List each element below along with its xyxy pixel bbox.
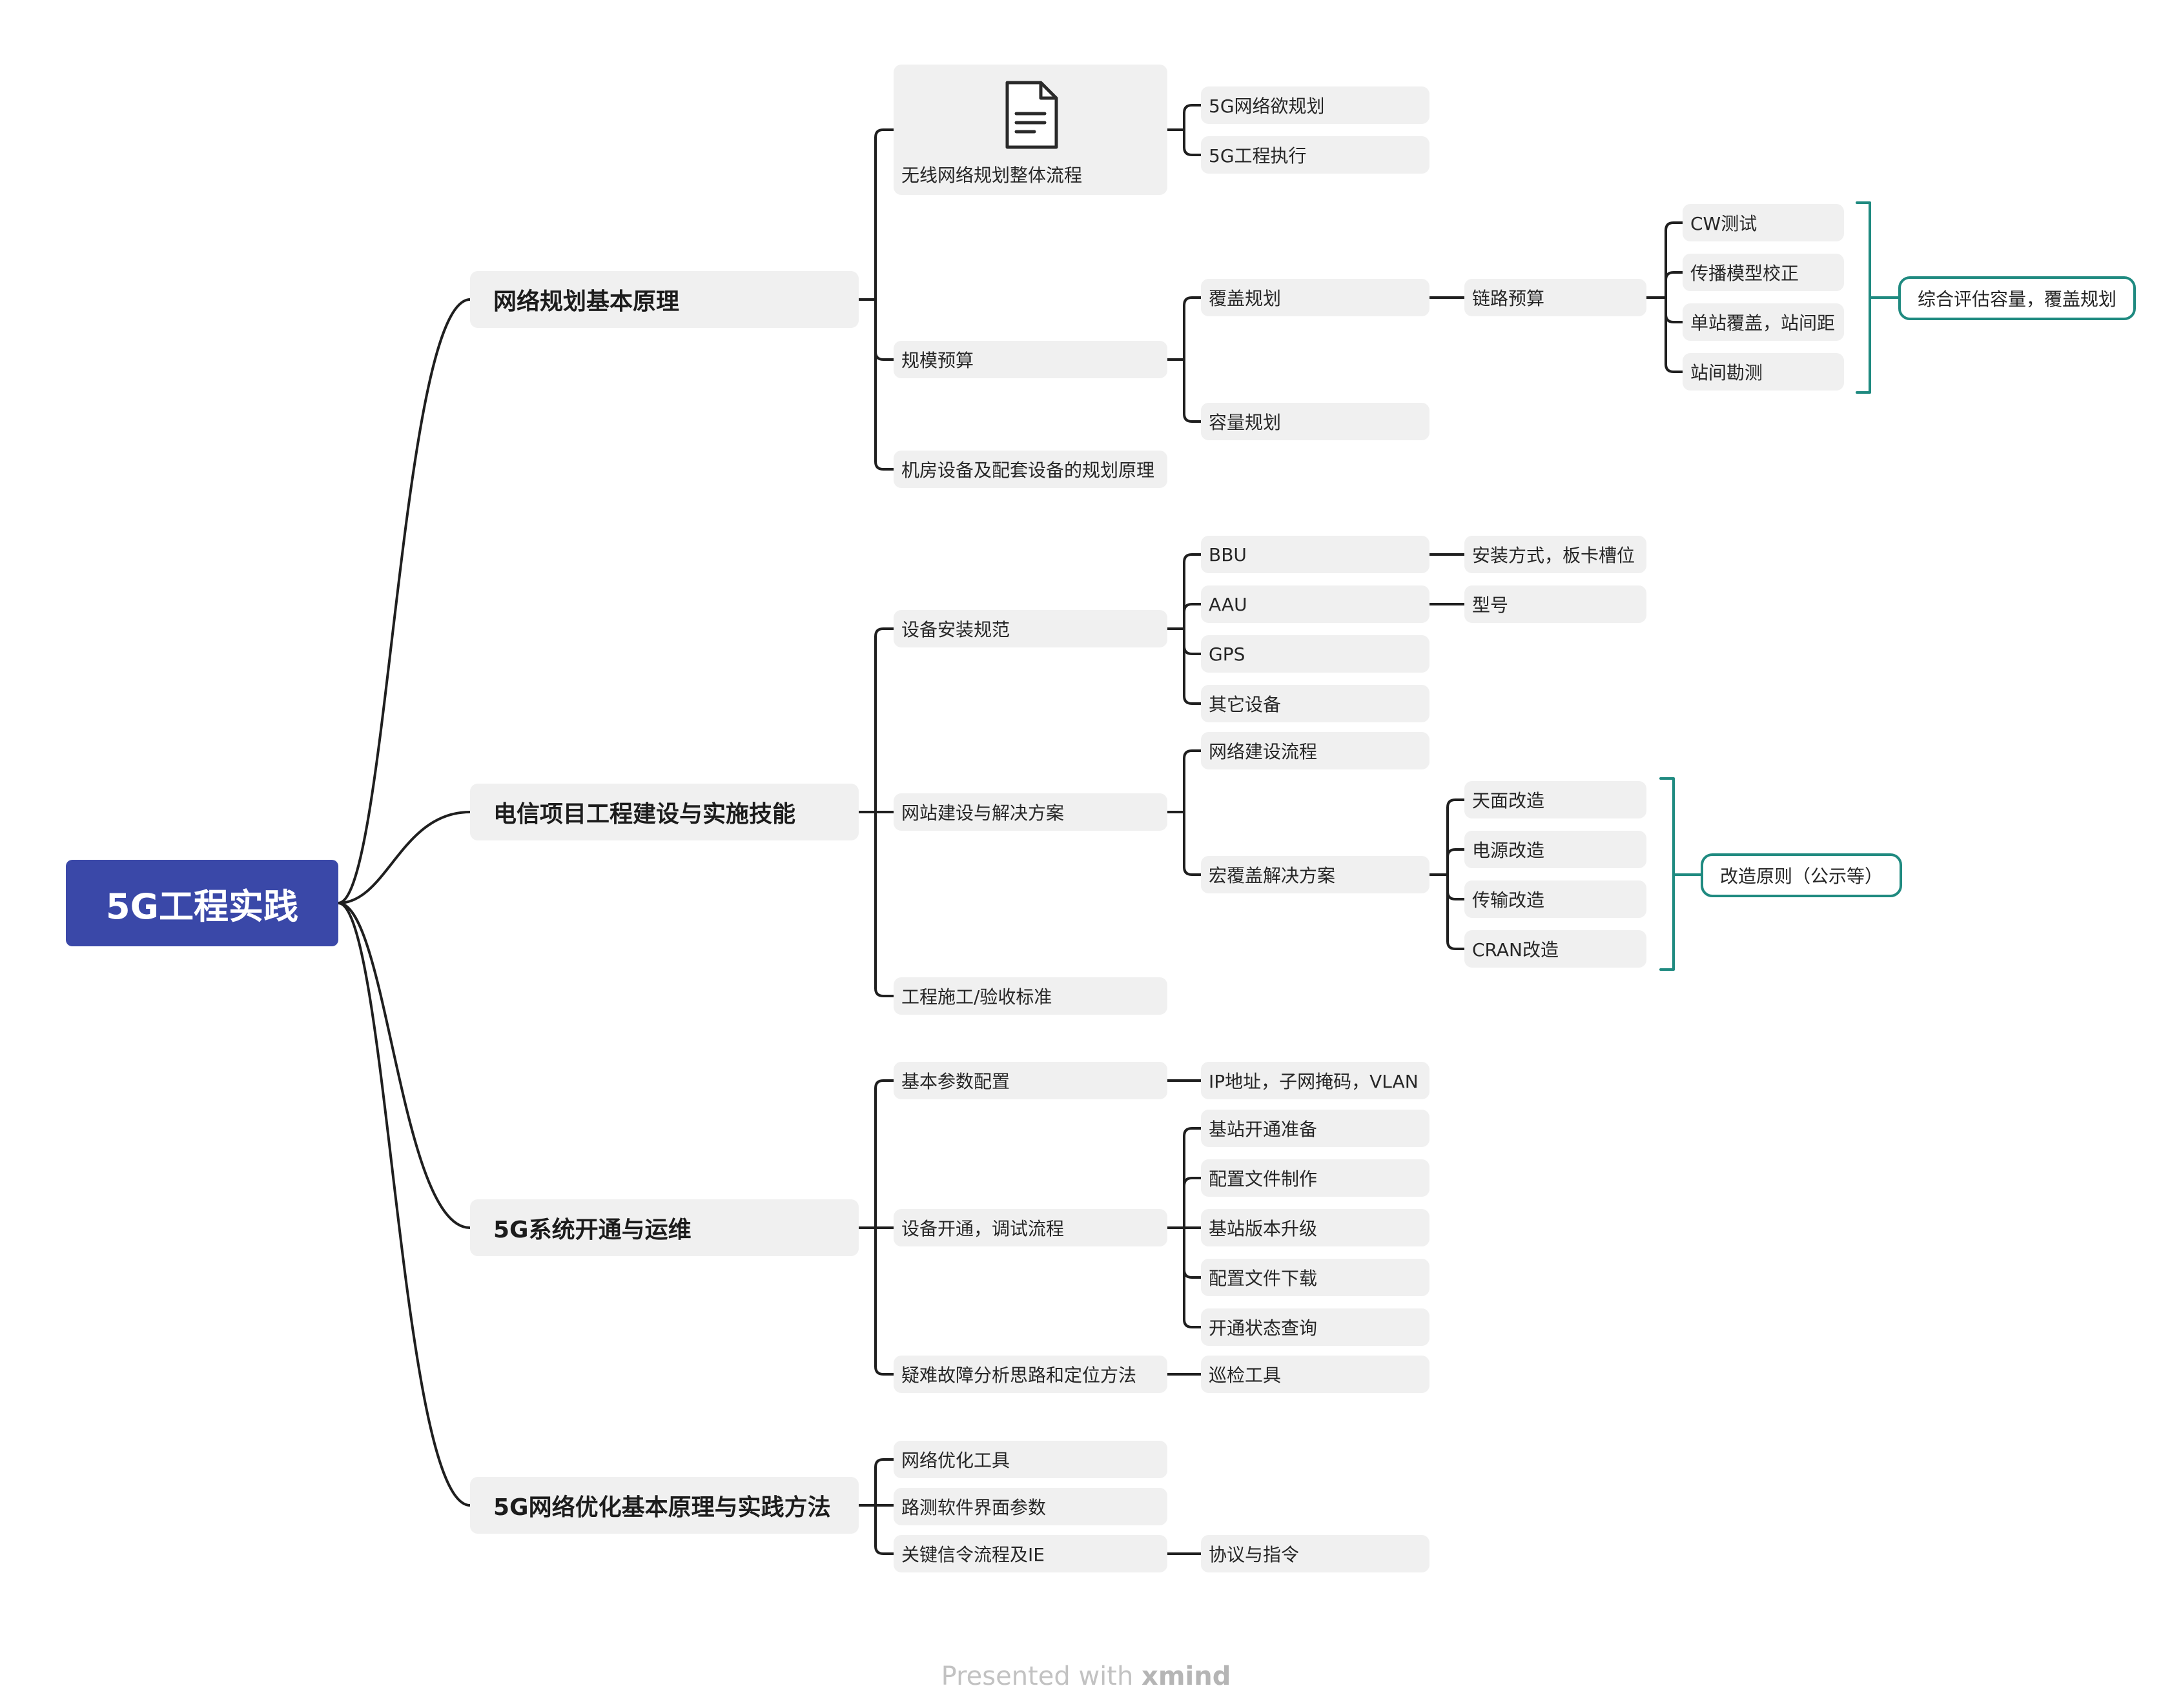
topic-network-construction-flow[interactable]: 网络建设流程 — [1201, 732, 1429, 769]
topic-device-commissioning-flow[interactable]: 设备开通，调试流程 — [894, 1209, 1167, 1246]
connector-line — [1183, 1177, 1202, 1187]
connector-line — [1183, 1268, 1202, 1279]
connector-line — [1446, 890, 1466, 900]
connector-line — [874, 987, 895, 997]
connector-line — [1446, 798, 1466, 809]
summary-bracket — [1659, 777, 1675, 971]
branch-project-construction[interactable]: 电信项目工程建设与实施技能 — [470, 784, 859, 840]
topic-site-construction-solution[interactable]: 网站建设与解决方案 — [894, 793, 1167, 831]
branch-network-planning[interactable]: 网络规划基本原理 — [470, 271, 859, 328]
summary-bracket — [1856, 201, 1871, 394]
topic-gps[interactable]: GPS — [1201, 635, 1429, 673]
connector-line — [1183, 553, 1202, 564]
connector-line — [874, 1365, 895, 1376]
topic-rooftop-renovation[interactable]: 天面改造 — [1464, 781, 1646, 818]
branch-network-optimization[interactable]: 5G网络优化基本原理与实践方法 — [470, 1477, 859, 1534]
summary-capacity-coverage[interactable]: 综合评估容量，覆盖规划 — [1898, 276, 2136, 320]
topic-status-query[interactable]: 开通状态查询 — [1201, 1308, 1429, 1346]
connector-line — [1183, 1127, 1202, 1137]
connector-line — [1446, 848, 1466, 859]
connector-line — [874, 1545, 895, 1555]
connector-line — [874, 627, 895, 638]
topic-label: 无线网络规划整体流程 — [901, 165, 1083, 186]
connector-line — [1183, 1318, 1202, 1328]
connector-line — [1665, 313, 1684, 323]
connector-line — [1183, 645, 1202, 655]
topic-power-renovation[interactable]: 电源改造 — [1464, 831, 1646, 868]
topic-capacity-planning[interactable]: 容量规划 — [1201, 403, 1429, 440]
topic-cran-renovation[interactable]: CRAN改造 — [1464, 930, 1646, 968]
topic-wireless-planning-flow[interactable]: 无线网络规划整体流程 — [894, 65, 1167, 195]
connector-line — [874, 1079, 895, 1090]
summary-renovation-principle[interactable]: 改造原则（公示等） — [1701, 853, 1902, 897]
connector-line — [874, 460, 895, 471]
topic-optimization-tool[interactable]: 网络优化工具 — [894, 1441, 1167, 1478]
topic-inter-site-survey[interactable]: 站间勘测 — [1683, 353, 1844, 391]
connector-line — [1665, 221, 1684, 232]
footer-prefix: Presented with — [941, 1662, 1134, 1691]
topic-site-preparation[interactable]: 基站开通准备 — [1201, 1110, 1429, 1147]
connector-line — [874, 1458, 895, 1469]
topic-other-equipment[interactable]: 其它设备 — [1201, 685, 1429, 722]
topic-basic-parameter-config[interactable]: 基本参数配置 — [894, 1062, 1167, 1099]
topic-drive-test-params[interactable]: 路测软件界面参数 — [894, 1488, 1167, 1525]
connector-line — [1183, 695, 1202, 705]
connector-line — [1183, 296, 1202, 307]
topic-scale-budget[interactable]: 规模预算 — [894, 341, 1167, 378]
connector-line — [1665, 363, 1684, 373]
connector-line — [1665, 271, 1684, 281]
document-icon — [1005, 81, 1058, 149]
topic-transmission-renovation[interactable]: 传输改造 — [1464, 880, 1646, 918]
branch-system-operation[interactable]: 5G系统开通与运维 — [470, 1199, 859, 1256]
topic-cw-test[interactable]: CW测试 — [1683, 204, 1844, 241]
topic-inspection-tool[interactable]: 巡检工具 — [1201, 1356, 1429, 1393]
topic-model[interactable]: 型号 — [1464, 585, 1646, 623]
connector-line — [1183, 866, 1202, 876]
topic-coverage-planning[interactable]: 覆盖规划 — [1201, 279, 1429, 316]
topic-fault-analysis-methods[interactable]: 疑难故障分析思路和定位方法 — [894, 1356, 1167, 1393]
topic-ip-mask-vlan[interactable]: IP地址，子网掩码，VLAN — [1201, 1062, 1429, 1099]
connector-line — [1183, 749, 1202, 760]
topic-5g-pre-planning[interactable]: 5G网络欲规划 — [1201, 86, 1429, 124]
topic-install-method-slots[interactable]: 安装方式，板卡槽位 — [1464, 536, 1646, 573]
topic-5g-engineering-execution[interactable]: 5G工程执行 — [1201, 136, 1429, 174]
connector-line — [1183, 603, 1202, 613]
topic-equipment-installation-spec[interactable]: 设备安装规范 — [894, 610, 1167, 647]
root-branch-curve — [337, 298, 471, 904]
topic-aau[interactable]: AAU — [1201, 585, 1429, 623]
root-branch-curve — [337, 811, 471, 904]
connector-line — [1183, 104, 1202, 114]
topic-signaling-flow-ie[interactable]: 关键信令流程及IE — [894, 1535, 1167, 1572]
topic-config-file-download[interactable]: 配置文件下载 — [1201, 1259, 1429, 1296]
topic-bbu[interactable]: BBU — [1201, 536, 1429, 573]
xmind-brand[interactable]: xmind — [1142, 1662, 1231, 1691]
connector-line — [1446, 940, 1466, 950]
topic-protocol-command[interactable]: 协议与指令 — [1201, 1535, 1429, 1572]
topic-propagation-model-calibration[interactable]: 传播模型校正 — [1683, 254, 1844, 291]
topic-room-equipment-planning[interactable]: 机房设备及配套设备的规划原理 — [894, 451, 1167, 488]
footer-attribution: Presented with xmind — [0, 1662, 2172, 1691]
topic-config-file-creation[interactable]: 配置文件制作 — [1201, 1159, 1429, 1197]
root-topic[interactable]: 5G工程实践 — [66, 860, 338, 946]
topic-site-version-upgrade[interactable]: 基站版本升级 — [1201, 1209, 1429, 1246]
connector-line — [874, 351, 895, 361]
connector-line — [1183, 146, 1202, 156]
root-branch-curve — [337, 902, 471, 1507]
topic-construction-acceptance-standard[interactable]: 工程施工/验收标准 — [894, 977, 1167, 1015]
topic-link-budget[interactable]: 链路预算 — [1464, 279, 1646, 316]
connector-line — [874, 128, 895, 139]
connector-line — [1183, 412, 1202, 423]
root-branch-curve — [337, 902, 471, 1229]
topic-macro-coverage-solution[interactable]: 宏覆盖解决方案 — [1201, 856, 1429, 893]
topic-single-site-coverage[interactable]: 单站覆盖，站间距 — [1683, 303, 1844, 341]
